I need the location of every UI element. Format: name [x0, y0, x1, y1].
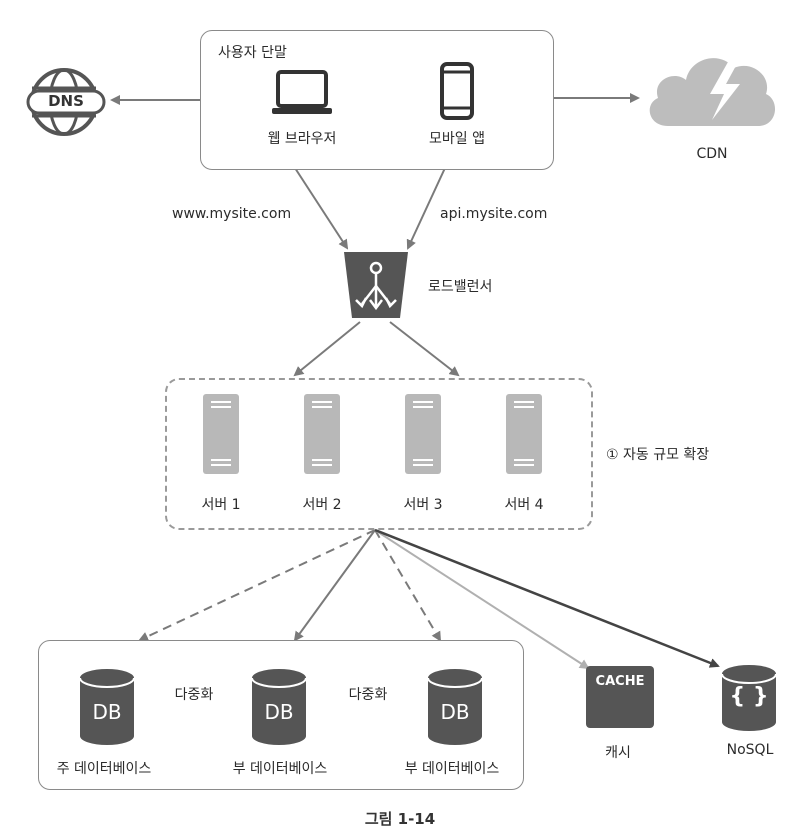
nosql-label: NoSQL [726, 742, 774, 758]
server-2-label: 서버 2 [302, 497, 342, 513]
server-4-icon [506, 394, 542, 474]
server-group-box [165, 378, 593, 530]
replication-label-1: 다중화 [174, 687, 214, 703]
slave1-db-label: 부 데이터베이스 [232, 761, 328, 777]
slave2-db-text: DB [440, 700, 470, 724]
figure-caption: 그림 1-14 [364, 810, 436, 828]
cache-label: 캐시 [605, 745, 631, 761]
user-terminal-title: 사용자 단말 [218, 45, 287, 61]
load-balancer-label: 로드밸런서 [428, 279, 493, 295]
master-db-text: DB [92, 700, 122, 724]
laptop-icon [272, 70, 332, 114]
slave2-db-icon [427, 669, 483, 745]
cdn-label: CDN [696, 146, 728, 162]
web-browser-label: 웹 브라우저 [267, 131, 337, 147]
arrow-servers-to-slave2-db [374, 529, 442, 642]
cache-icon [586, 666, 654, 728]
mobile-phone-icon [440, 62, 474, 120]
nosql-icon-text: { } [729, 684, 769, 709]
master-db-label: 주 데이터베이스 [56, 761, 152, 777]
mobile-app-label: 모바일 앱 [429, 131, 485, 147]
replication-label-2: 다중화 [348, 687, 388, 703]
server-3-label: 서버 3 [403, 497, 443, 513]
arrow-web-to-lb [294, 167, 349, 250]
arrow-servers-to-slave1-db [293, 529, 376, 642]
dns-label: DNS [48, 92, 84, 110]
arrow-servers-to-master-db [138, 529, 376, 642]
server-1-icon [203, 394, 239, 474]
arrow-servers-to-nosql [374, 528, 720, 668]
server-3-icon [405, 394, 441, 474]
server-2-icon [304, 394, 340, 474]
user-terminal-box [200, 30, 554, 170]
api-url-label: api.mysite.com [440, 206, 548, 222]
slave1-db-icon [251, 669, 307, 745]
slave1-db-text: DB [264, 700, 294, 724]
web-url-label: www.mysite.com [172, 206, 292, 222]
arrow-api-to-lb [406, 167, 446, 250]
autoscale-label: ① 자동 규모 확장 [606, 447, 710, 463]
cache-icon-text: CACHE [595, 674, 645, 689]
arrow-lb-to-servers-left [293, 321, 361, 377]
nosql-icon [721, 665, 777, 731]
master-db-icon [79, 669, 135, 745]
load-balancer-icon [344, 252, 408, 318]
cdn-cloud-icon [649, 58, 776, 126]
server-4-label: 서버 4 [504, 497, 544, 513]
arrow-servers-to-cache [374, 529, 590, 670]
arrow-lb-to-servers-right [389, 321, 460, 377]
dns-globe-icon [26, 68, 106, 136]
server-1-label: 서버 1 [201, 497, 241, 513]
slave2-db-label: 부 데이터베이스 [404, 761, 500, 777]
